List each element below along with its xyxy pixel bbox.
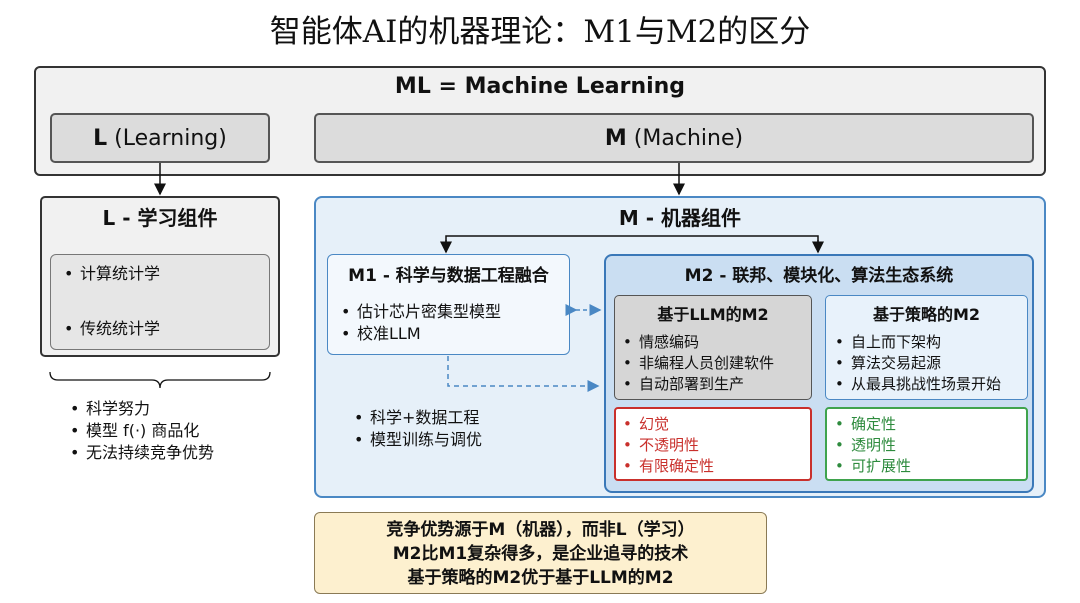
- llm-risks-list: 幻觉 不透明性 有限确定性: [617, 414, 807, 477]
- llm-based-list: 情感编码 非编程人员创建软件 自动部署到生产: [617, 332, 812, 395]
- llm-item-2: 非编程人员创建软件: [617, 353, 812, 374]
- strategy-based-list: 自上而下架构 算法交易起源 从最具挑战性场景开始: [829, 332, 1029, 395]
- conclusion-box: 竞争优势源于M（机器），而非L（学习） M2比M1复杂得多，是企业追寻的技术 基…: [314, 512, 767, 594]
- m2-title: M2 - 联邦、模块化、算法生态系统: [684, 266, 954, 286]
- risk-item-2: 不透明性: [617, 435, 807, 456]
- learning-brace: [49, 371, 271, 389]
- m1-below-list: 科学+数据工程 模型训练与调优: [348, 407, 578, 451]
- machine-box-letter: M: [604, 125, 627, 151]
- m1-below-item-2: 模型训练与调优: [348, 429, 578, 451]
- llm-item-1: 情感编码: [617, 332, 812, 353]
- learning-below-item-2: 模型 f(·) 商品化: [64, 420, 284, 442]
- learning-below-item-1: 科学努力: [64, 398, 284, 420]
- learning-item-2: 传统统计学: [58, 318, 258, 340]
- llm-item-3: 自动部署到生产: [617, 374, 812, 395]
- machine-component-title: M - 机器组件: [618, 206, 742, 230]
- benefit-item-1: 确定性: [829, 414, 1019, 435]
- learning-item: 计算统计学: [58, 263, 258, 285]
- m1-item-2: 校准LLM: [335, 323, 565, 345]
- strategy-item-1: 自上而下架构: [829, 332, 1029, 353]
- strategy-item-2: 算法交易起源: [829, 353, 1029, 374]
- learning-below-list: 科学努力 模型 f(·) 商品化 无法持续竞争优势: [64, 398, 284, 464]
- risk-item-3: 有限确定性: [617, 456, 807, 477]
- learning-item: 传统统计学: [58, 318, 258, 340]
- m1-to-m2-dashed: [447, 356, 600, 392]
- risk-item-1: 幻觉: [617, 414, 807, 435]
- m1-title: M1 - 科学与数据工程融合: [348, 266, 549, 286]
- strategy-benefits-list: 确定性 透明性 可扩展性: [829, 414, 1019, 477]
- m1-item-1: 估计芯片密集型模型: [335, 301, 565, 323]
- m1-below-item-1: 科学+数据工程: [348, 407, 578, 429]
- learning-box-label: (Learning): [107, 125, 227, 151]
- conclusion-line-2: M2比M1复杂得多，是企业追寻的技术: [392, 544, 689, 564]
- machine-box-label: (Machine): [626, 125, 744, 151]
- ml-heading: ML = Machine Learning: [394, 74, 686, 99]
- benefit-item-3: 可扩展性: [829, 456, 1019, 477]
- strategy-item-3: 从最具挑战性场景开始: [829, 374, 1029, 395]
- conclusion-line-3: 基于策略的M2优于基于LLM的M2: [407, 568, 674, 588]
- learning-box: L (Learning): [50, 113, 270, 163]
- llm-based-m2-title: 基于LLM的M2: [657, 305, 769, 324]
- strategy-based-m2-title: 基于策略的M2: [872, 305, 981, 324]
- learning-item-1: 计算统计学: [58, 263, 258, 285]
- benefit-item-2: 透明性: [829, 435, 1019, 456]
- learning-box-letter: L: [93, 125, 108, 151]
- learning-component-title: L - 学习组件: [102, 206, 218, 230]
- machine-box: M (Machine): [314, 113, 1034, 163]
- conclusion-line-1: 竞争优势源于M（机器），而非L（学习）: [386, 520, 695, 540]
- m1-list: 估计芯片密集型模型 校准LLM: [335, 301, 565, 345]
- learning-below-item-3: 无法持续竞争优势: [64, 442, 284, 464]
- split-connector: [445, 235, 819, 252]
- diagram-title: 智能体AI的机器理论：M1与M2的区分: [269, 14, 811, 50]
